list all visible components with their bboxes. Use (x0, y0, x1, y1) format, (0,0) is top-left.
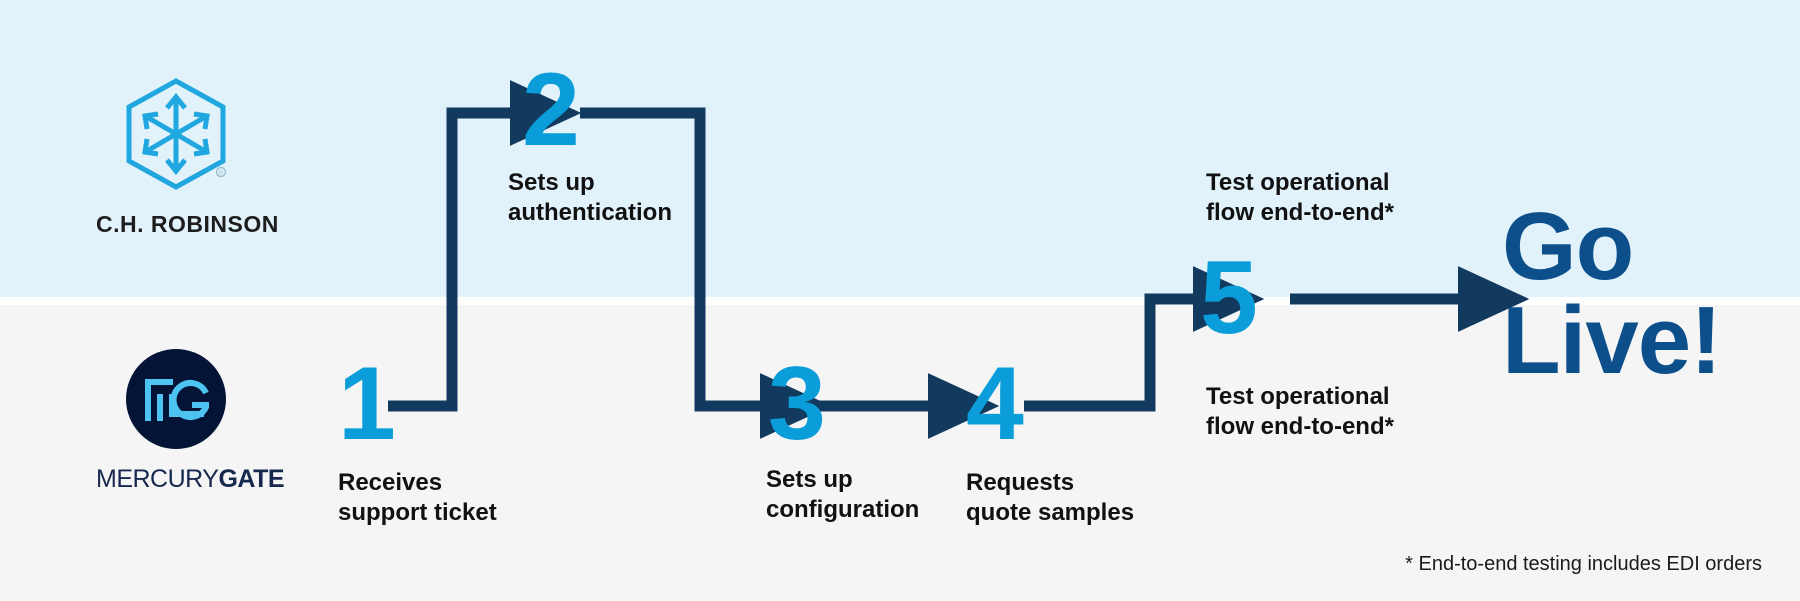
step-2-label: Sets up authentication (508, 169, 673, 226)
chrobinson-logo: R C.H. ROBINSON (96, 76, 279, 238)
mercurygate-wordmark: MERCURYGATE (96, 465, 285, 494)
go-live-outcome: Go Live! (1502, 193, 1722, 394)
step-3-label: Sets up configuration (766, 466, 920, 523)
connector-2-to-3 (580, 107, 832, 439)
chrobinson-wordmark: C.H. ROBINSON (96, 211, 279, 237)
step-1-number: 1 (338, 346, 396, 462)
step-1-label: Receives support ticket (338, 469, 497, 526)
connector-4-to-5 (1024, 266, 1265, 412)
mercurygate-wordmark-bold: GATE (218, 465, 285, 493)
mercurygate-logo: MERCURYGATE (96, 349, 285, 494)
lane-band-bottom (0, 305, 1800, 601)
step-5-label-bottom: Test operational flow end-to-end* (1206, 383, 1394, 440)
step-5-number: 5 (1200, 240, 1258, 356)
connector-1-to-2 (388, 80, 582, 412)
mercurygate-monogram-icon (145, 379, 209, 421)
step-4-label: Requests quote samples (966, 469, 1135, 526)
lane-band-top (0, 0, 1800, 297)
footnote: * End-to-end testing includes EDI orders (1405, 553, 1762, 575)
svg-text:R: R (219, 171, 224, 177)
step-3-number: 3 (768, 346, 826, 462)
mercurygate-wordmark-light: MERCURY (96, 465, 219, 493)
hexagon-arrows-icon: R (126, 78, 227, 190)
step-2-number: 2 (522, 52, 580, 168)
mercurygate-badge (126, 349, 226, 449)
step-4-number: 4 (966, 346, 1024, 462)
step-5-label-top: Test operational flow end-to-end* (1206, 169, 1394, 226)
